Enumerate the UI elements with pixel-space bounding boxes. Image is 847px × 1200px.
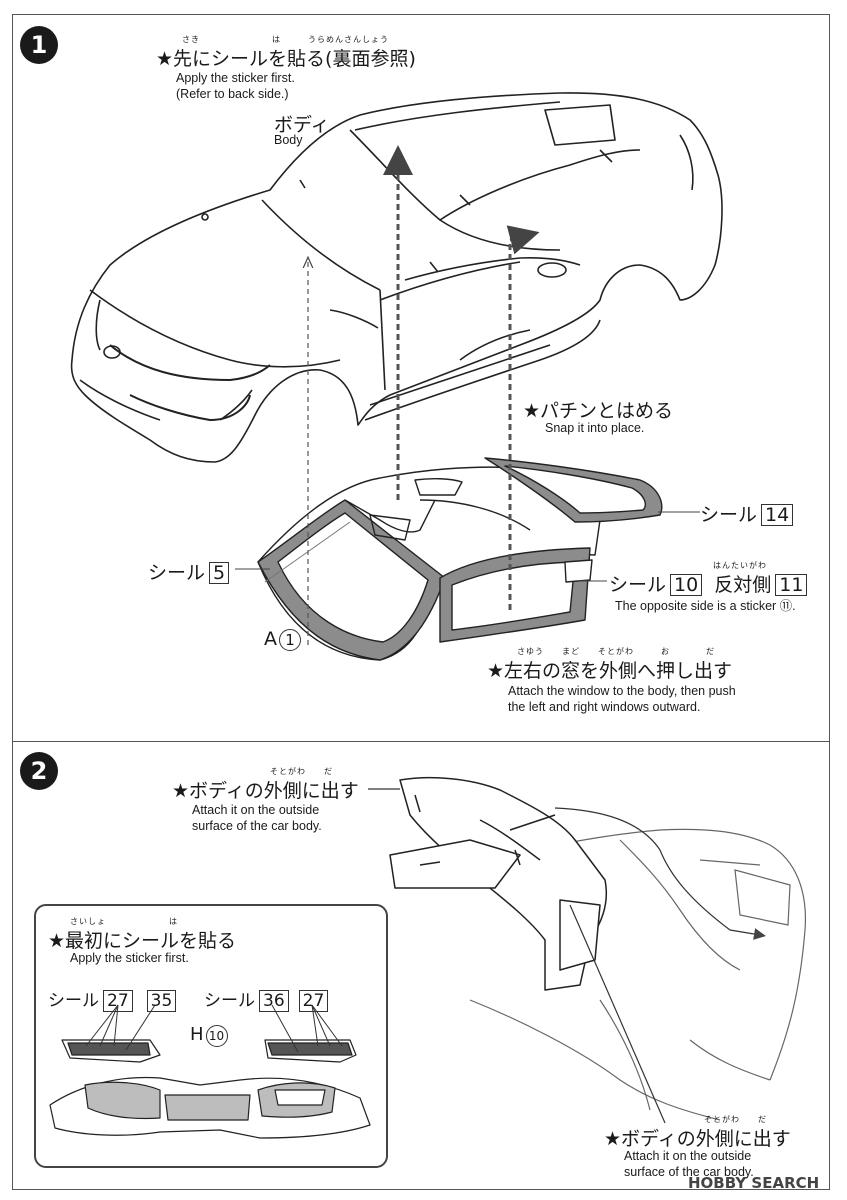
windows-note: Attach the window to the body, then push… (508, 684, 736, 714)
first-note: Apply the sticker first. (70, 951, 189, 965)
snap-note: Snap it into place. (545, 421, 645, 435)
windows-heading: ★左右の窓を外側へ押し出す (487, 660, 733, 682)
bumper-drawing (49, 1039, 371, 1139)
step2-arrows (368, 788, 766, 1124)
outside2-ruby: そとがわ だ (704, 1115, 767, 1124)
sticker-first-ruby: さき は うらめんさんしょう (182, 35, 389, 44)
sticker-first-note: Apply the sticker first. (Refer to back … (176, 71, 295, 101)
step-number-2: 2 (20, 752, 58, 790)
sticker-inset-box (34, 904, 388, 1168)
watermark: HOBBY SEARCH (688, 1174, 820, 1192)
window-glass-drawing (257, 457, 663, 661)
step1-leader-lines (235, 511, 700, 583)
first-heading: ★最初にシールを貼る (48, 930, 237, 952)
body-label: ボディ (274, 114, 330, 136)
opposite-ruby: はんたいがわ (713, 561, 767, 570)
outside2-heading: ★ボディの外側に出す (604, 1128, 791, 1150)
step-number-1: 1 (20, 26, 58, 64)
windows-ruby: さゆう まど そとがわ お だ (517, 647, 715, 656)
body-label-en: Body (274, 133, 303, 147)
outside-ruby: そとがわ だ (270, 767, 333, 776)
car-body-drawing (70, 92, 723, 463)
step-divider (12, 741, 830, 742)
step1-arrows (383, 145, 540, 610)
opposite-note: The opposite side is a sticker ⑪. (615, 599, 796, 613)
outside-heading: ★ボディの外側に出す (172, 780, 359, 802)
snap-heading: ★パチンとはめる (523, 400, 674, 422)
sticker-first-heading: ★先にシールを貼る(裏面参照) (156, 48, 416, 70)
spoiler-drawing (389, 776, 608, 991)
outside-note: Attach it on the outside surface of the … (192, 803, 322, 833)
first-ruby: さいしょ は (70, 917, 178, 926)
instruction-frame (12, 14, 830, 1190)
outside2-note: Attach it on the outside surface of the … (624, 1149, 754, 1179)
